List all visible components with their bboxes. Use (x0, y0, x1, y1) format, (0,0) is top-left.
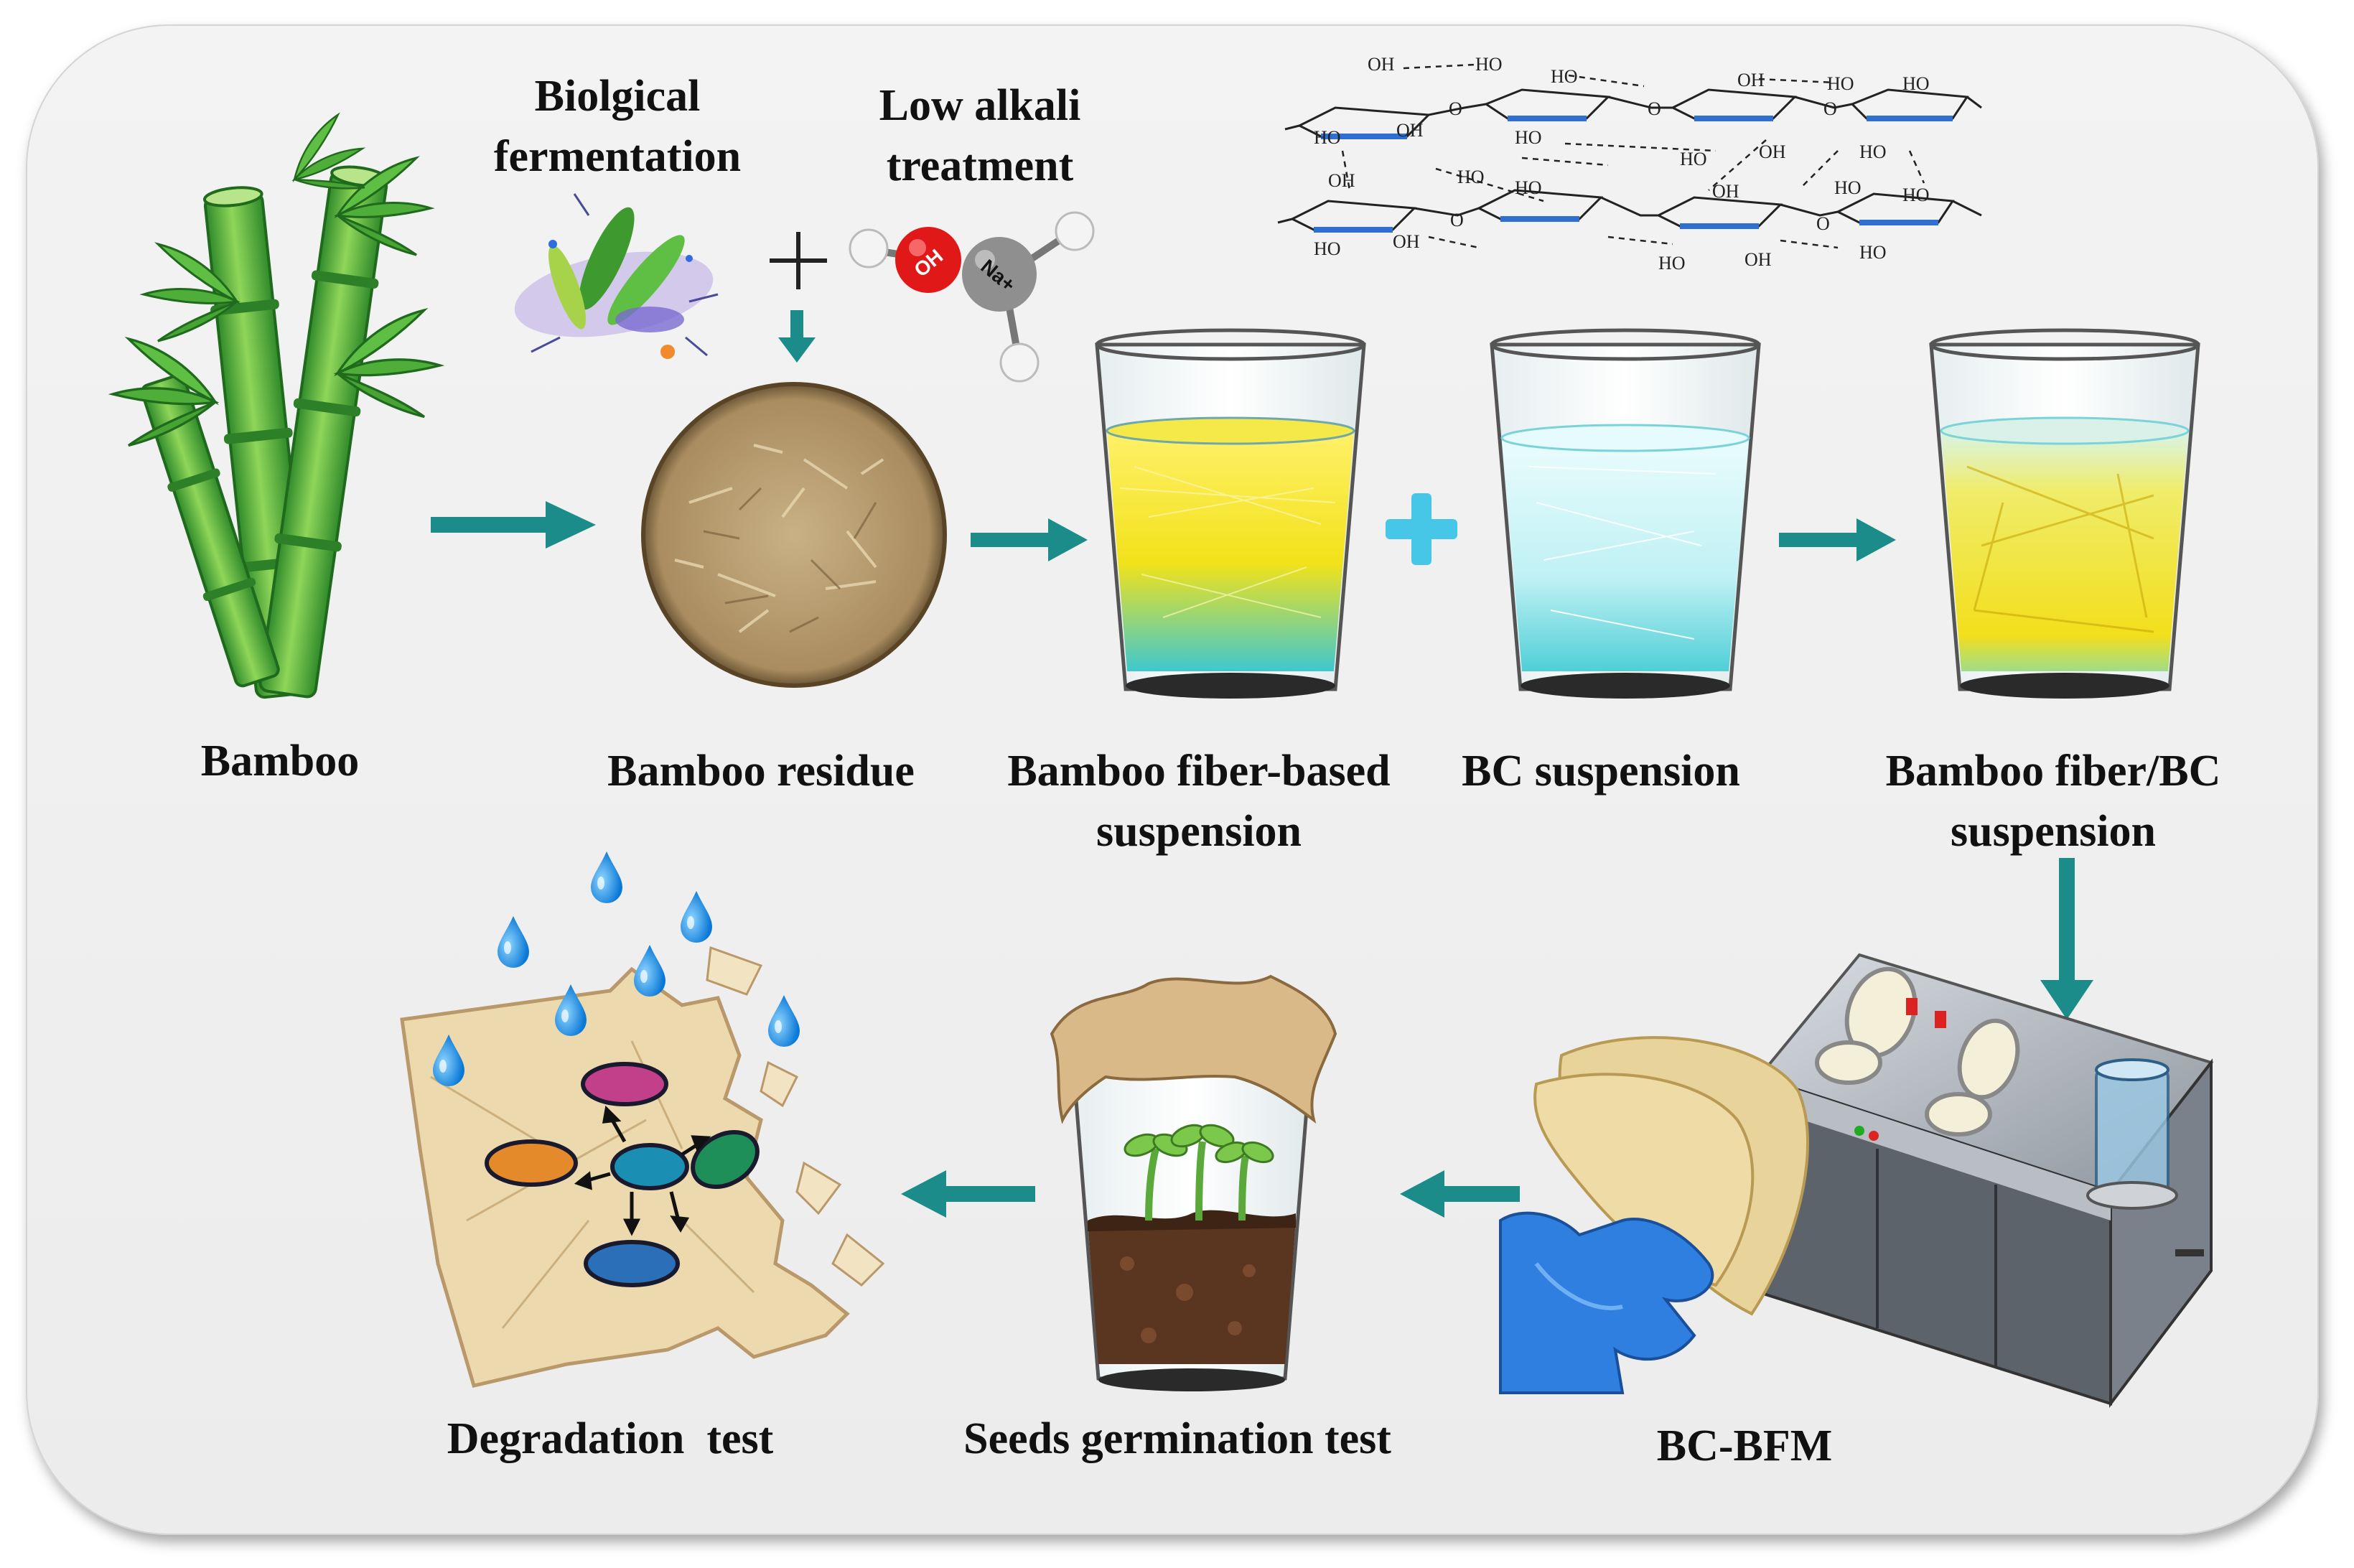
mix-suspension-label: Bamboo fiber/BC suspension (1852, 741, 2254, 862)
svg-text:OH: OH (1328, 170, 1355, 191)
fermentation-label-line2: fermentation (481, 126, 754, 187)
svg-text:HO: HO (1902, 185, 1930, 205)
fiber-suspension-label-line2: suspension (976, 801, 1421, 862)
svg-text:HO: HO (1475, 54, 1503, 75)
fiber-suspension-label-line1: Bamboo fiber-based (976, 741, 1421, 801)
svg-text:OH: OH (1712, 181, 1739, 202)
svg-text:HO: HO (1515, 127, 1542, 148)
mix-suspension-label-line1: Bamboo fiber/BC (1852, 741, 2254, 801)
fermentation-label-line1: Biolgical (481, 66, 754, 126)
plus-icon (770, 232, 827, 289)
svg-text:O: O (1450, 210, 1464, 230)
germination-label: Seeds germination test (919, 1409, 1436, 1469)
svg-text:HO: HO (1314, 127, 1341, 148)
svg-text:HO: HO (1859, 242, 1887, 263)
arrow-icon (971, 518, 1088, 561)
plus-icon (1386, 493, 1457, 565)
svg-text:O: O (1449, 98, 1462, 119)
svg-text:HO: HO (1902, 73, 1930, 94)
svg-text:OH: OH (1396, 120, 1424, 141)
bamboo-label: Bamboo (172, 731, 388, 791)
arrow-icon (1779, 518, 1896, 561)
svg-text:OH: OH (1368, 54, 1395, 75)
svg-text:OH: OH (1745, 249, 1772, 270)
degradation-label: Degradation test (402, 1409, 818, 1469)
bamboo-icon (113, 111, 440, 699)
svg-text:HO: HO (1658, 253, 1686, 274)
svg-text:O: O (1816, 213, 1830, 234)
machine-icon (1759, 955, 2211, 1404)
beaker-icon (1931, 330, 2198, 699)
fermentation-label: Biolgical fermentation (481, 66, 754, 187)
svg-text:HO: HO (1457, 167, 1485, 187)
fiber-suspension-label: Bamboo fiber-based suspension (976, 741, 1421, 862)
seedling-cup-icon (1052, 976, 1335, 1391)
svg-text:O: O (1823, 98, 1837, 119)
arrow-icon (431, 501, 596, 549)
arrow-icon (1400, 1170, 1520, 1218)
svg-text:O: O (1648, 98, 1661, 119)
cellulose-structure-icon: OH HO HO OH HO HO HO OH O HO O HO OH O H… (1278, 54, 1981, 274)
alkali-label-line2: treatment (861, 136, 1098, 196)
svg-text:HO: HO (1859, 141, 1887, 162)
cellulose-labels: OH HO HO OH HO HO HO OH O HO O HO OH O H… (1314, 54, 1930, 274)
beaker-icon (1097, 330, 1364, 699)
bcbfm-label: BC-BFM (1630, 1416, 1859, 1476)
naoh-molecule-icon: OH Na+ (850, 213, 1093, 381)
svg-text:OH: OH (1393, 231, 1420, 252)
beaker-icon (1492, 330, 1759, 699)
petri-dish-icon (643, 384, 945, 686)
alkali-label: Low alkali treatment (861, 75, 1098, 196)
svg-text:HO: HO (1834, 177, 1862, 198)
mix-suspension-label-line2: suspension (1852, 801, 2254, 862)
arrow-icon (778, 310, 816, 363)
svg-text:HO: HO (1551, 66, 1578, 87)
arrow-icon (2040, 858, 2093, 1019)
svg-text:HO: HO (1680, 149, 1707, 169)
svg-text:HO: HO (1515, 177, 1542, 198)
svg-text:OH: OH (1759, 141, 1786, 162)
svg-text:OH: OH (1737, 70, 1765, 90)
residue-label: Bamboo residue (574, 741, 948, 801)
arrow-icon (901, 1170, 1035, 1218)
svg-text:HO: HO (1827, 73, 1854, 94)
alkali-label-line1: Low alkali (861, 75, 1098, 136)
svg-text:HO: HO (1314, 238, 1341, 259)
glove-icon (1500, 1037, 1808, 1393)
bc-suspension-label: BC suspension (1436, 741, 1766, 801)
microbe-icon (508, 194, 720, 359)
